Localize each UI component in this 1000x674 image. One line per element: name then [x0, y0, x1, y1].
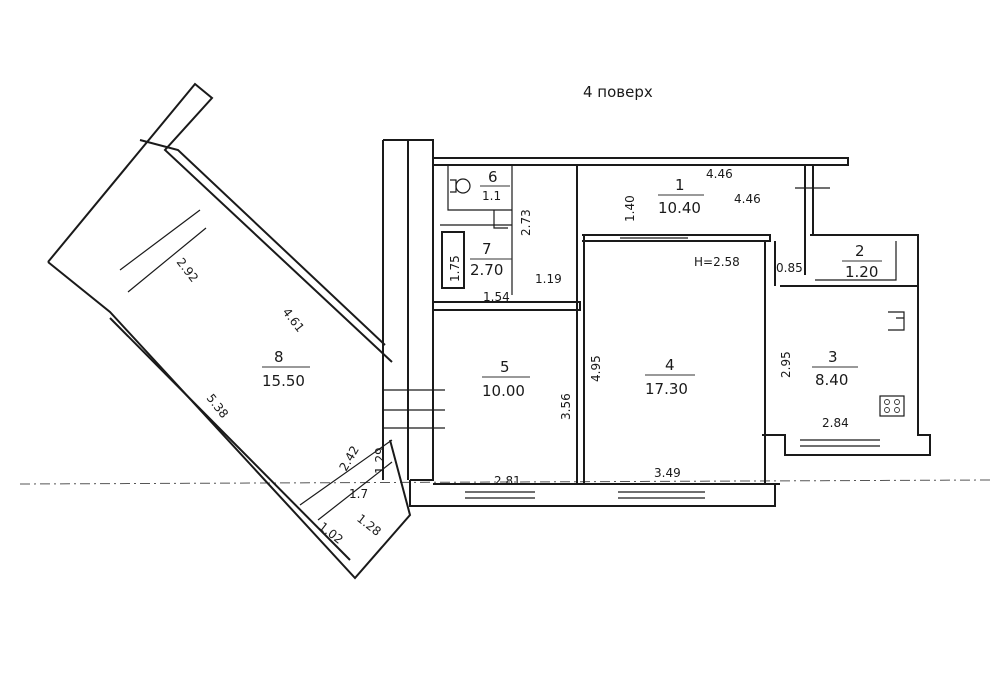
dim-r2-width: 0.85 — [776, 261, 803, 275]
svg-text:10.00: 10.00 — [482, 382, 525, 400]
svg-text:8: 8 — [274, 348, 284, 366]
svg-text:5: 5 — [500, 358, 510, 376]
dim-balcony-a: 2.42 — [336, 443, 361, 473]
sink-icon — [493, 210, 508, 229]
stove-icon — [879, 395, 905, 417]
svg-text:6: 6 — [488, 168, 498, 186]
dim-r6-side: 2.73 — [519, 209, 533, 236]
room-2-label: 2 1.20 — [842, 242, 882, 281]
room-4-label: 4 17.30 — [645, 356, 695, 398]
dim-balcony-b: 1.29 — [373, 447, 387, 474]
ceiling-height-label: H=2.58 — [694, 255, 740, 269]
dim-r3-bottom: 2.84 — [822, 416, 849, 430]
room-7-label: 7 2.70 — [470, 240, 512, 279]
niche-box — [441, 231, 465, 289]
dim-r8-top: 4.61 — [280, 305, 307, 335]
svg-text:1.20: 1.20 — [845, 263, 878, 281]
scan-line — [19, 479, 991, 485]
room-6-label: 6 1.1 — [480, 168, 510, 203]
dim-r5-bottom: 2.81 — [494, 474, 521, 488]
room-5-label: 5 10.00 — [482, 358, 530, 400]
toilet-icon — [450, 178, 471, 194]
svg-text:4: 4 — [665, 356, 675, 374]
floor-title: 4 поверх — [583, 83, 653, 101]
dim-r1-top-inner: 4.46 — [734, 192, 761, 206]
dim-r4-bottom: 3.49 — [654, 466, 681, 480]
main-walls — [382, 139, 931, 507]
dim-r1-side: 1.40 — [623, 195, 637, 222]
dim-r7-side: 1.19 — [535, 272, 562, 286]
room-8-label: 8 15.50 — [262, 348, 310, 390]
room-3-label: 3 8.40 — [812, 348, 858, 389]
dim-balcony-e: 1.28 — [354, 511, 384, 538]
dim-r3-side: 2.95 — [779, 351, 793, 378]
dim-balcony-c: 1.7 — [349, 487, 368, 501]
svg-text:8.40: 8.40 — [815, 371, 848, 389]
svg-text:1.1: 1.1 — [482, 189, 501, 203]
svg-text:17.30: 17.30 — [645, 380, 688, 398]
svg-text:7: 7 — [482, 240, 492, 258]
dim-r4-side: 4.95 — [589, 355, 603, 382]
dim-r7-width: 1.54 — [483, 290, 510, 304]
svg-text:1: 1 — [675, 176, 685, 194]
svg-text:3: 3 — [828, 348, 838, 366]
dim-r8-window: 2.92 — [174, 255, 201, 285]
svg-text:2: 2 — [855, 242, 865, 260]
kitchen-sink-icon — [888, 311, 905, 331]
room-1-label: 1 10.40 — [658, 176, 704, 217]
dim-r5-side: 3.56 — [559, 393, 573, 420]
dim-r1-top-outer: 4.46 — [706, 167, 733, 181]
svg-text:2.70: 2.70 — [470, 261, 503, 279]
svg-text:15.50: 15.50 — [262, 372, 305, 390]
svg-text:10.40: 10.40 — [658, 199, 701, 217]
dim-balcony-d: 1.02 — [316, 519, 346, 546]
dim-r7-niche: 1.75 — [448, 255, 462, 282]
room-8-walls — [47, 82, 412, 580]
